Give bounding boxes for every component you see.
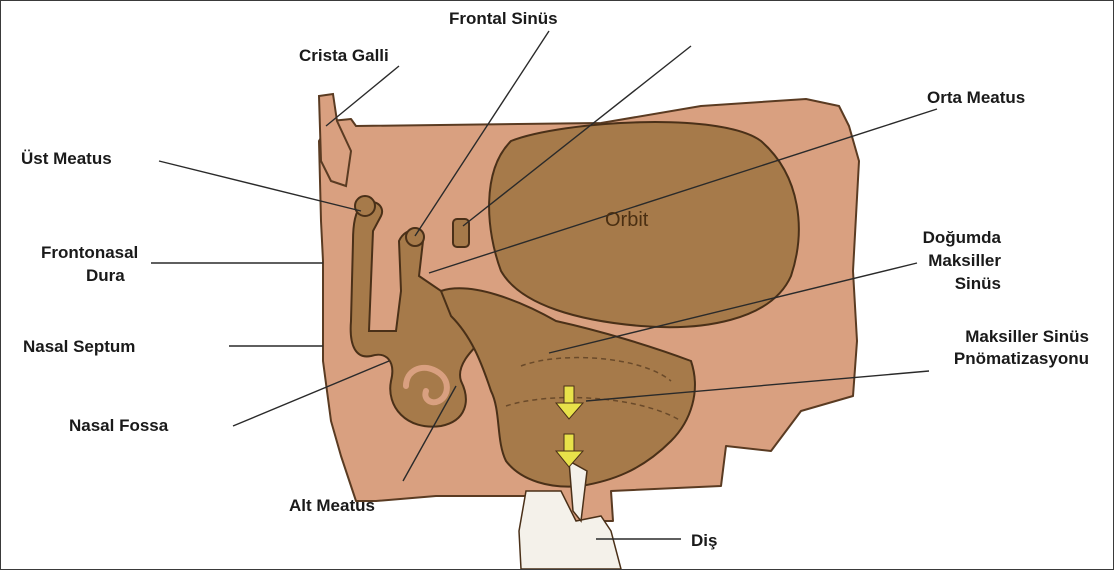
label-dogumda: Doğumda [923, 228, 1002, 247]
label-ust-meatus: Üst Meatus [21, 149, 112, 168]
label-frontonasal: Frontonasal [41, 243, 138, 262]
label-dis: Diş [691, 531, 717, 550]
label-orta-meatus: Orta Meatus [927, 88, 1025, 107]
label-maksiller: Maksiller [928, 251, 1001, 270]
label-nasal-septum: Nasal Septum [23, 337, 135, 356]
label-alt-meatus: Alt Meatus [289, 496, 375, 515]
label-nasal-fossa: Nasal Fossa [69, 416, 169, 435]
label-orbit: Orbit [605, 209, 649, 231]
leader-crista-galli [326, 66, 399, 126]
label-crista-galli: Crista Galli [299, 46, 389, 65]
label-frontal-sinus: Frontal Sinüs [449, 9, 558, 28]
label-pnomatizasyonu: Pnömatizasyonu [954, 349, 1089, 368]
label-maksiller-sinus: Maksiller Sinüs [965, 327, 1089, 346]
ust-meatus-cell [355, 196, 375, 216]
orta-meatus-cell [406, 228, 424, 246]
label-sinus: Sinüs [955, 274, 1001, 293]
label-dura: Dura [86, 266, 125, 285]
